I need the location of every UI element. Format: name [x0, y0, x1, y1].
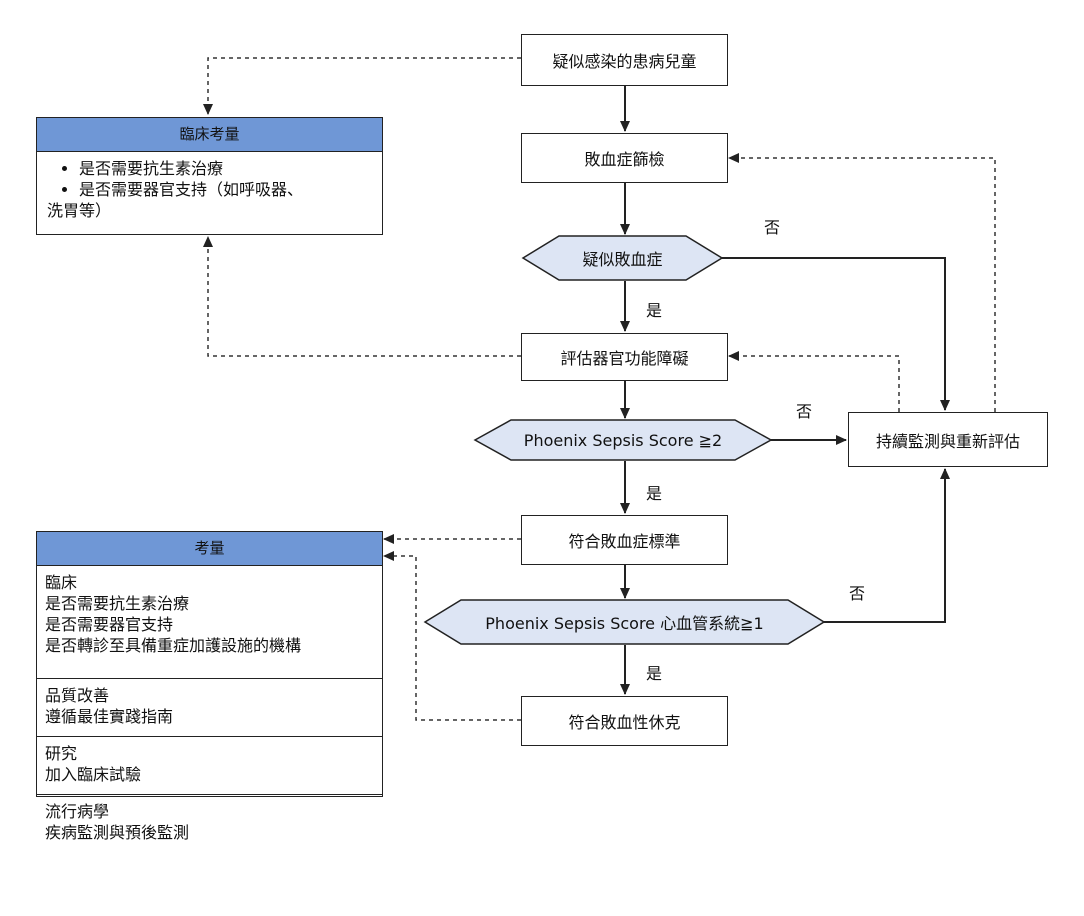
node-sepsis-criteria: 符合敗血症標準: [521, 515, 728, 565]
label-yes-suspect: 是: [646, 301, 663, 320]
node-assess: 評估器官功能障礙: [521, 333, 728, 381]
clinical-panel-body: 是否需要抗生素治療 是否需要器官支持（如呼吸器、 洗胃等）: [37, 152, 382, 227]
clinical-item-continuation: 洗胃等）: [47, 201, 112, 220]
decision-phoenix2: Phoenix Sepsis Score 心血管系統≧1: [485, 614, 764, 633]
label-no-phoenix1: 否: [796, 402, 813, 421]
dashed-monitor-to-screening: [728, 153, 996, 412]
section-heading: 品質改善: [45, 686, 110, 705]
arrow-phoenix2-no-to-monitor: [824, 468, 950, 623]
clinical-panel-title: 臨床考量: [37, 118, 382, 152]
section-heading: 研究: [45, 744, 78, 763]
section-line: 是否轉診至具備重症加護設施的機構: [45, 636, 302, 655]
considerations-panel: 考量 臨床 是否需要抗生素治療 是否需要器官支持 是否轉診至具備重症加護設施的機…: [36, 531, 383, 842]
section-line: 是否需要抗生素治療: [45, 594, 190, 613]
considerations-section-clinical: 臨床 是否需要抗生素治療 是否需要器官支持 是否轉診至具備重症加護設施的機構: [37, 566, 382, 679]
arrow-suspect-no-to-monitor: [722, 257, 950, 411]
clinical-considerations-panel: 臨床考量 是否需要抗生素治療 是否需要器官支持（如呼吸器、 洗胃等）: [36, 117, 383, 235]
dashed-monitor-to-assess: [728, 351, 900, 412]
considerations-section-epidemiology: 流行病學 疾病監測與預後監測: [37, 795, 382, 847]
dashed-start-to-clinical: [203, 57, 521, 115]
section-line: 疾病監測與預後監測: [45, 823, 190, 842]
section-line: 加入臨床試驗: [45, 765, 142, 784]
node-screening: 敗血症篩檢: [521, 133, 728, 183]
node-monitor: 持續監測與重新評估: [848, 412, 1048, 467]
section-heading: 臨床: [45, 573, 78, 592]
node-start: 疑似感染的患病兒童: [521, 34, 728, 86]
label-yes-phoenix2: 是: [646, 664, 663, 683]
clinical-item: 是否需要抗生素治療: [79, 158, 372, 179]
decision-suspect: 疑似敗血症: [582, 250, 663, 269]
label-no-phoenix2: 否: [849, 584, 866, 603]
section-line: 遵循最佳實踐指南: [45, 707, 174, 726]
decision-phoenix1: Phoenix Sepsis Score ≧2: [523, 430, 723, 450]
label-yes-phoenix1: 是: [646, 484, 663, 503]
clinical-item: 是否需要器官支持（如呼吸器、: [79, 179, 372, 200]
node-septic-shock: 符合敗血性休克: [521, 696, 728, 746]
section-line: 是否需要器官支持: [45, 615, 174, 634]
considerations-section-quality: 品質改善 遵循最佳實踐指南: [37, 679, 382, 737]
section-heading: 流行病學: [45, 802, 110, 821]
considerations-section-research: 研究 加入臨床試驗: [37, 737, 382, 795]
label-no-suspect: 否: [764, 218, 781, 237]
considerations-panel-title: 考量: [37, 532, 382, 566]
dashed-assess-to-clinical: [203, 236, 521, 357]
dashed-shock-to-considerations: [383, 551, 521, 721]
